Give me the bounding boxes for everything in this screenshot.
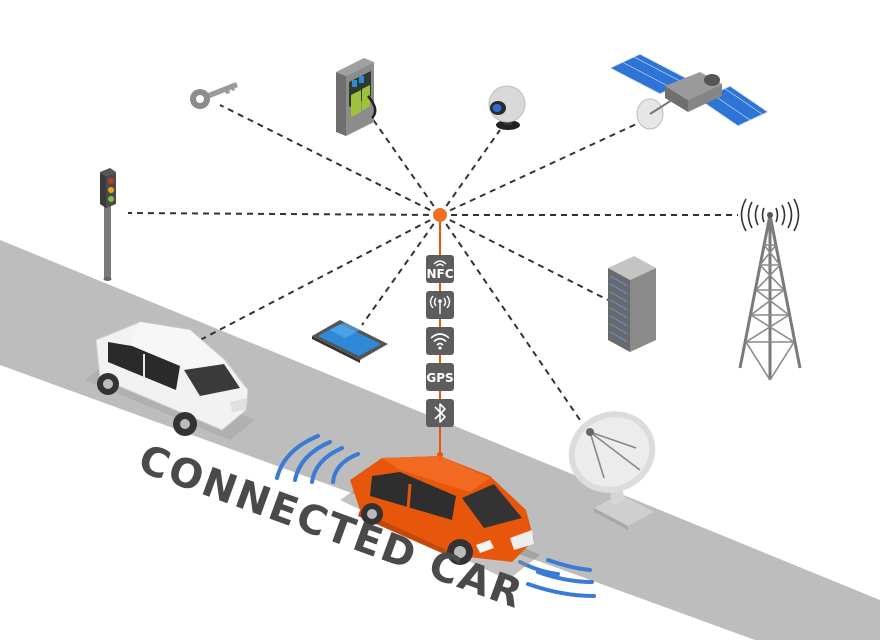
connection-lines bbox=[127, 104, 738, 421]
link-server bbox=[439, 214, 609, 301]
link-white-car bbox=[199, 214, 441, 341]
link-key bbox=[219, 104, 441, 216]
smartphone-icon bbox=[312, 320, 388, 363]
bluetooth-icon bbox=[434, 403, 446, 423]
badge-cell-tower bbox=[426, 291, 454, 319]
white-car-icon bbox=[85, 321, 255, 440]
badge-bluetooth bbox=[426, 399, 454, 427]
link-camera bbox=[439, 129, 501, 216]
badge-nfc-label: NFC bbox=[426, 267, 453, 281]
traffic-light-icon bbox=[100, 168, 116, 281]
orange-car-icon bbox=[340, 456, 540, 580]
badge-nfc: NFC bbox=[426, 255, 454, 283]
fuel-pump-icon bbox=[336, 58, 377, 136]
link-fuel-pump bbox=[371, 117, 441, 216]
satellite-dish-icon bbox=[568, 411, 656, 530]
badge-gps-label: GPS bbox=[426, 371, 453, 385]
satellite-icon bbox=[608, 53, 770, 130]
link-satellite bbox=[439, 119, 646, 216]
server-rack-icon bbox=[608, 256, 656, 352]
signal-waves bbox=[275, 434, 596, 598]
cell-tower-icon bbox=[429, 295, 451, 314]
wifi-icon bbox=[430, 333, 450, 346]
link-traffic-light bbox=[127, 212, 441, 216]
security-camera-icon bbox=[488, 85, 526, 130]
badge-wifi bbox=[426, 327, 454, 355]
badge-gps: GPS bbox=[426, 363, 454, 391]
hub-node bbox=[433, 208, 447, 222]
key-icon bbox=[190, 82, 238, 109]
cell-tower-icon bbox=[738, 198, 802, 381]
link-dish bbox=[439, 214, 581, 421]
link-phone bbox=[361, 214, 441, 326]
